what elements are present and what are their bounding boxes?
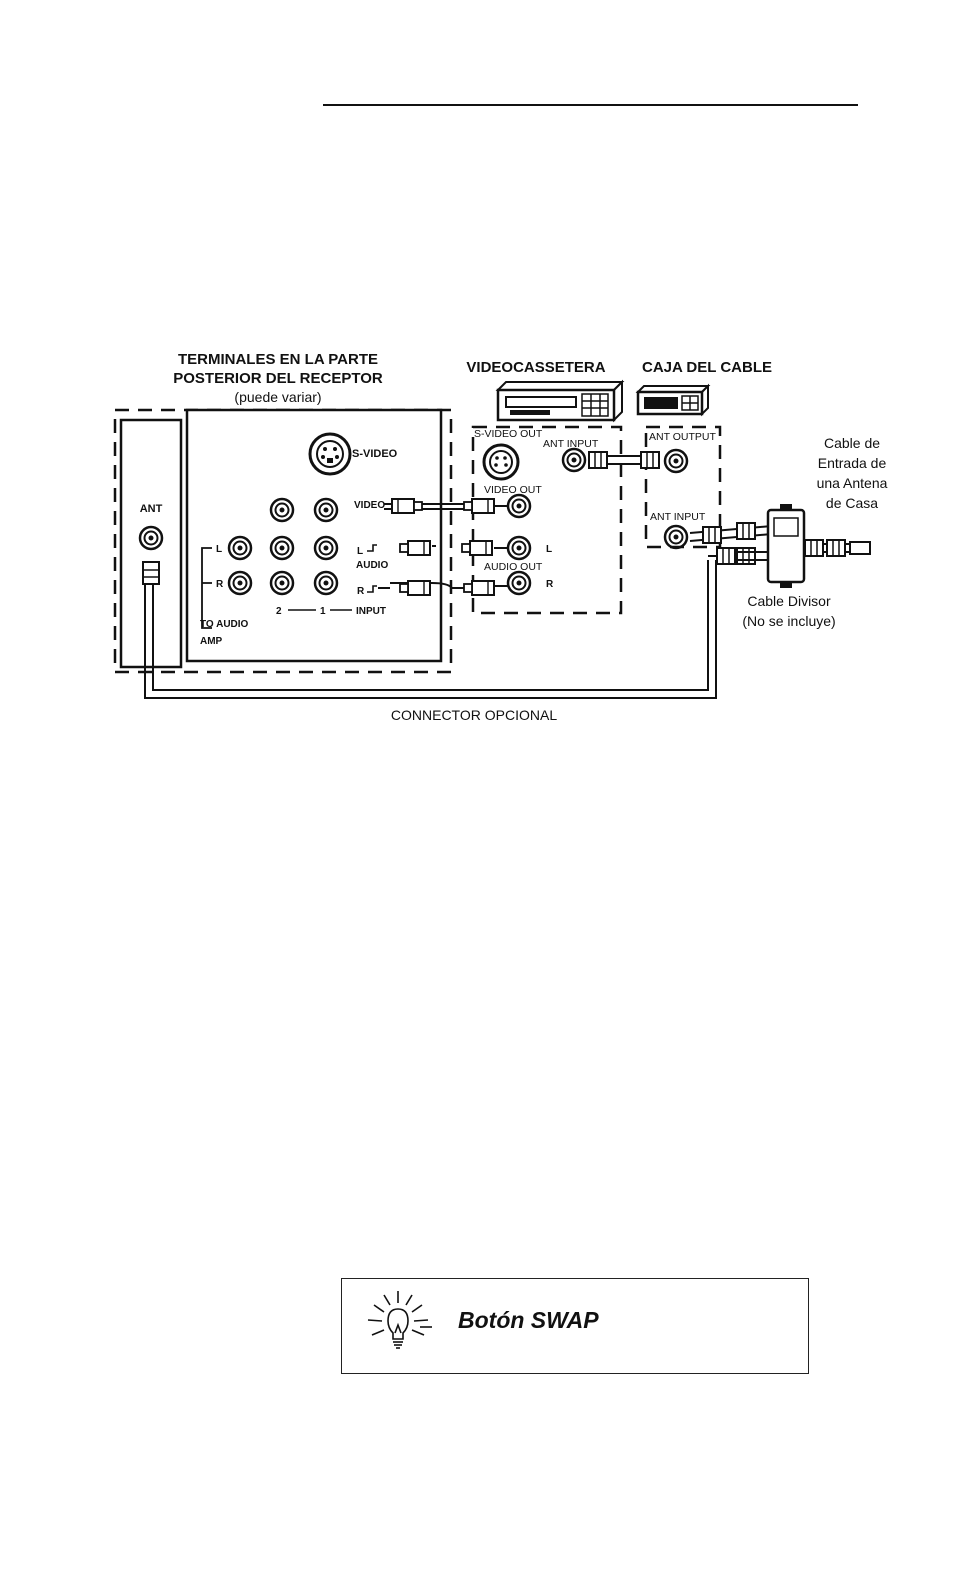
- vcr-ant-input-jack: [561, 447, 587, 473]
- vcr-ant-input-label: ANT INPUT: [543, 438, 599, 450]
- input-label: INPUT: [356, 606, 386, 617]
- vcr-s-video-out-jack: [482, 443, 520, 481]
- cable-splitter: [766, 504, 806, 588]
- input1-label: 1: [320, 606, 326, 617]
- splitter-line2: (No se incluye): [742, 613, 835, 629]
- header-rule: [323, 104, 858, 106]
- input-r-label: R: [357, 586, 365, 597]
- cable-in-line3: una Antena: [817, 475, 888, 491]
- audio-r-cable: [378, 580, 508, 596]
- splitter-line1: Cable Divisor: [747, 593, 831, 609]
- vcr-l-label: L: [546, 544, 552, 555]
- cable-box-to-splitter-coax: [689, 522, 773, 544]
- audio-amp-r-label: R: [216, 579, 224, 590]
- vcr-r-label: R: [546, 579, 554, 590]
- vcr-audio-out-r-jack: [506, 570, 532, 596]
- cable-box-ant-input-jack: [663, 524, 689, 550]
- tv-title-line2: POSTERIOR DEL RECEPTOR: [173, 370, 383, 387]
- optional-connector-label: CONNECTOR OPCIONAL: [391, 707, 557, 723]
- vcr-icon: [495, 379, 625, 423]
- ant-coax-connector: [142, 561, 160, 585]
- vcr-audio-out-l-jack: [506, 535, 532, 561]
- amp-label: AMP: [200, 636, 223, 647]
- to-audio-label: TO AUDIO: [200, 619, 249, 630]
- audio-amp-bracket: [201, 547, 212, 629]
- cable-box-ant-input-label: ANT INPUT: [650, 511, 706, 523]
- ant-label: ANT: [140, 503, 163, 515]
- video-label: VIDEO: [354, 500, 385, 511]
- video-cable: [384, 498, 508, 514]
- s-video-out-label: S-VIDEO OUT: [474, 428, 543, 440]
- tv-title-line1: TERMINALES EN LA PARTE: [178, 351, 378, 368]
- input-audio-bracket-top: [367, 544, 377, 552]
- vcr-video-out-jack: [506, 493, 532, 519]
- ant-output-label: ANT OUTPUT: [649, 431, 716, 443]
- video-out-label: VIDEO OUT: [484, 484, 542, 496]
- incoming-antenna-cable: [804, 539, 871, 557]
- vcr-to-cable-box-coax: [588, 451, 660, 469]
- connection-diagram: TERMINALES EN LA PARTE POSTERIOR DEL REC…: [113, 351, 888, 723]
- optional-connector-cable: [144, 547, 768, 699]
- vcr-title: VIDEOCASSETERA: [466, 359, 605, 376]
- audio-out-label: AUDIO OUT: [484, 561, 543, 573]
- tv-terminal-panel: [185, 408, 443, 663]
- audio-l-cable: [399, 540, 508, 556]
- vcr-dashed-boundary: [471, 425, 623, 615]
- cable-box-icon: [635, 383, 711, 417]
- s-video-label: S-VIDEO: [352, 448, 398, 460]
- tv-title-line3: (puede variar): [234, 389, 321, 405]
- input-audio-bracket-bottom: [367, 585, 377, 593]
- s-video-jack: [308, 432, 352, 476]
- tip-box: Botón SWAP: [341, 1278, 809, 1374]
- lightbulb-icon: [367, 1291, 432, 1349]
- input2-label: 2: [276, 606, 282, 617]
- cable-in-line1: Cable de: [824, 435, 880, 451]
- tip-title: Botón SWAP: [458, 1307, 599, 1333]
- cable-in-line2: Entrada de: [818, 455, 887, 471]
- cable-box-ant-output-jack: [663, 448, 689, 474]
- input-l-label: L: [357, 546, 363, 557]
- audio-label: AUDIO: [356, 560, 388, 571]
- audio-amp-l-label: L: [216, 544, 222, 555]
- cable-in-line4: de Casa: [826, 495, 878, 511]
- cable-box-title: CAJA DEL CABLE: [642, 359, 772, 376]
